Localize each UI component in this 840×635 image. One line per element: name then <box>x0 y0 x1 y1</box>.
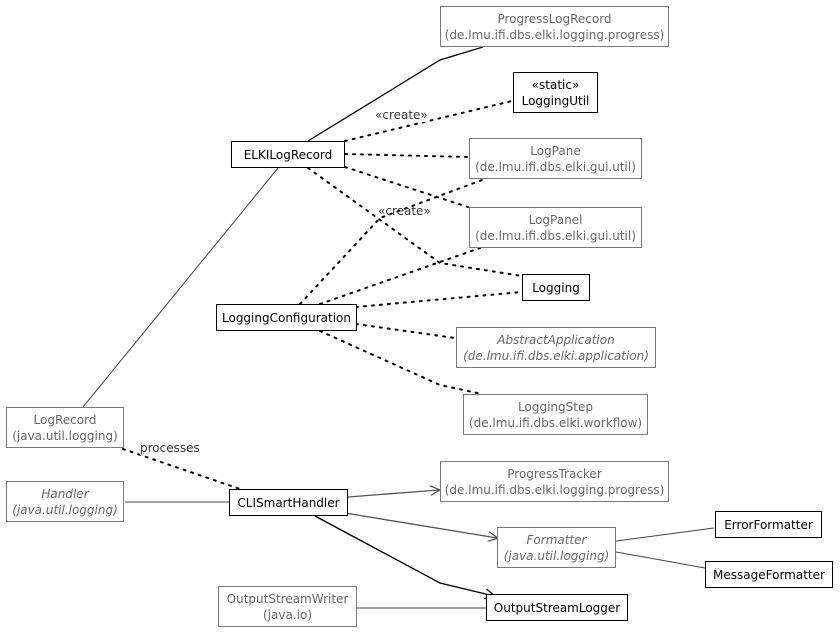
node-logging-step[interactable]: LoggingStep (de.lmu.ifi.dbs.elki.workflo… <box>463 394 648 435</box>
node-logging-configuration[interactable]: LoggingConfiguration <box>216 304 357 331</box>
edge-logrecord-clismarthandler <box>122 448 241 490</box>
node-output-stream-writer[interactable]: OutputStreamWriter (java.io) <box>218 586 357 627</box>
node-progress-tracker[interactable]: ProgressTracker (de.lmu.ifi.dbs.elki.log… <box>440 461 669 502</box>
edge-elkilogrecord-logpane <box>344 153 469 158</box>
node-title: Handler <box>41 486 89 501</box>
node-title: ProgressTracker <box>507 466 602 481</box>
node-logging-util[interactable]: «static» LoggingUtil <box>513 72 598 113</box>
node-title: Logging <box>532 280 580 295</box>
node-package: (java.util.logging) <box>503 548 610 563</box>
node-log-record[interactable]: LogRecord (java.util.logging) <box>6 407 124 448</box>
node-log-pane[interactable]: LogPane (de.lmu.ifi.dbs.elki.gui.util) <box>469 138 642 179</box>
node-title: ELKILogRecord <box>243 147 333 162</box>
node-title: LoggingUtil <box>521 93 590 108</box>
node-title: AbstractApplication <box>497 332 615 347</box>
node-abstract-application[interactable]: AbstractApplication (de.lmu.ifi.dbs.elki… <box>456 327 656 368</box>
node-title: MessageFormatter <box>713 567 825 582</box>
edge-clismarthandler-formatter <box>344 512 497 538</box>
node-package: (de.lmu.ifi.dbs.elki.workflow) <box>468 415 643 430</box>
node-title: ProgressLogRecord <box>497 11 612 26</box>
node-package: (de.lmu.ifi.dbs.elki.application) <box>463 348 649 363</box>
edge-formatter-messageformatter <box>615 551 706 569</box>
edge-loggingconfiguration-logpanel <box>319 247 481 305</box>
edge-clismarthandler-outputstreamlogger <box>314 515 494 596</box>
edge-loggingconfiguration-logpane <box>299 179 483 305</box>
node-title: CLISmartHandler <box>237 495 340 510</box>
node-output-stream-logger[interactable]: OutputStreamLogger <box>486 594 628 621</box>
edge-label-create-logging: «create» <box>378 204 431 218</box>
node-package: (de.lmu.ifi.dbs.elki.gui.util) <box>475 228 636 243</box>
node-package: (de.lmu.ifi.dbs.elki.logging.progress) <box>444 27 665 42</box>
edge-logrecord-elkilogrecord <box>82 167 279 408</box>
node-handler[interactable]: Handler (java.util.logging) <box>6 481 124 522</box>
node-title: LoggingStep <box>518 399 593 414</box>
edge-elkilogrecord-progresslogrecord <box>307 46 484 142</box>
edge-label-create-util: «create» <box>375 108 428 122</box>
node-package: (de.lmu.ifi.dbs.elki.gui.util) <box>475 159 636 174</box>
node-stereotype: «static» <box>531 77 580 92</box>
edge-elkilogrecord-logpanel <box>344 166 469 208</box>
node-title: OutputStreamLogger <box>493 600 621 615</box>
node-log-panel[interactable]: LogPanel (de.lmu.ifi.dbs.elki.gui.util) <box>469 207 642 248</box>
edge-formatter-errorformatter <box>615 527 715 542</box>
node-package: (java.util.logging) <box>12 502 118 517</box>
edge-clismarthandler-progresstracker <box>347 490 439 498</box>
node-message-formatter[interactable]: MessageFormatter <box>705 561 833 588</box>
node-package: (java.io) <box>263 607 312 622</box>
node-package: (de.lmu.ifi.dbs.elki.logging.progress) <box>444 482 665 497</box>
node-logging[interactable]: Logging <box>522 274 590 301</box>
node-error-formatter[interactable]: ErrorFormatter <box>715 511 822 538</box>
node-package: (java.util.logging) <box>12 428 118 443</box>
node-cli-smart-handler[interactable]: CLISmartHandler <box>229 489 348 516</box>
node-title: LogPanel <box>528 212 583 227</box>
edge-label-processes: processes <box>140 441 200 455</box>
node-title: ErrorFormatter <box>724 517 813 532</box>
node-title: LogPane <box>530 143 581 158</box>
edge-loggingconfiguration-abstractapplication <box>355 323 456 339</box>
node-title: LogRecord <box>33 412 97 427</box>
node-title: LoggingConfiguration <box>222 310 351 325</box>
node-title: OutputStreamWriter <box>226 591 349 606</box>
node-progress-log-record[interactable]: ProgressLogRecord (de.lmu.ifi.dbs.elki.l… <box>440 6 669 47</box>
edge-loggingconfiguration-logging <box>355 291 523 308</box>
node-title: Formatter <box>526 532 587 547</box>
node-formatter[interactable]: Formatter (java.util.logging) <box>497 527 616 568</box>
node-elki-log-record[interactable]: ELKILogRecord <box>231 141 345 168</box>
edge-elkilogrecord-loggingutil <box>344 100 513 142</box>
